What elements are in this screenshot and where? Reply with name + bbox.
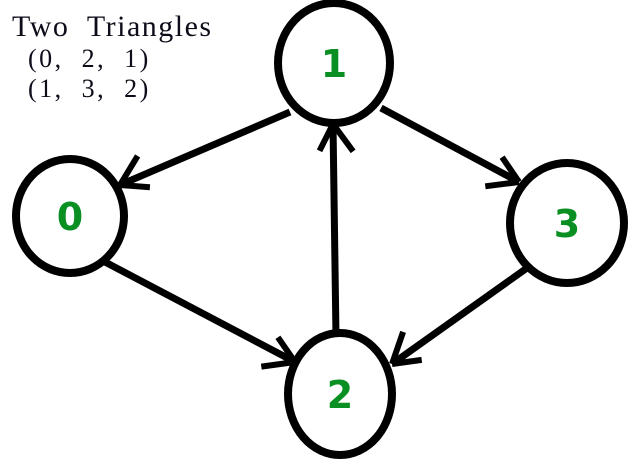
edge-1-to-3 bbox=[379, 104, 522, 190]
arrowhead-barb bbox=[330, 122, 356, 154]
node-label-2: 2 bbox=[327, 373, 353, 417]
node-label-1: 1 bbox=[321, 42, 347, 86]
triangle-tuple-1: (0, 2, 1) bbox=[28, 44, 151, 73]
edge-shaft bbox=[389, 265, 530, 367]
caption-block: Two Triangles (0, 2, 1) (1, 3, 2) bbox=[12, 10, 213, 104]
arrowhead-barb bbox=[484, 179, 520, 190]
nodes-layer: 0 1 2 3 bbox=[12, 0, 628, 459]
node-outline-1 bbox=[274, 0, 394, 127]
arrowhead-barb bbox=[119, 182, 151, 191]
node-label-0: 0 bbox=[57, 195, 83, 239]
arrowhead-barb bbox=[316, 122, 336, 153]
arrowhead-barb bbox=[389, 330, 406, 365]
edge-1-to-0 bbox=[117, 108, 292, 191]
edge-shaft bbox=[118, 108, 292, 189]
node-outline-2 bbox=[284, 329, 396, 459]
arrowhead-barb bbox=[260, 359, 296, 370]
edge-shaft bbox=[329, 123, 340, 338]
node-outline-3 bbox=[506, 159, 628, 287]
arrowhead-barb bbox=[391, 356, 423, 367]
arrowhead-barb bbox=[499, 155, 522, 184]
triangle-tuple-2: (1, 3, 2) bbox=[28, 74, 151, 103]
graph-node-2[interactable]: 2 bbox=[284, 329, 396, 459]
node-outline-0 bbox=[12, 155, 128, 277]
arrowhead-barb bbox=[275, 335, 298, 364]
edge-shaft bbox=[379, 104, 521, 186]
node-label-3: 3 bbox=[554, 202, 580, 246]
graph-node-3[interactable]: 3 bbox=[506, 159, 628, 287]
figure-title: Two Triangles bbox=[12, 10, 213, 43]
edge-shaft bbox=[103, 258, 297, 366]
graph-node-1[interactable]: 1 bbox=[274, 0, 394, 127]
graph-node-0[interactable]: 0 bbox=[12, 155, 128, 277]
edge-0-to-2 bbox=[103, 258, 298, 370]
edge-3-to-2 bbox=[389, 265, 530, 367]
arrowhead-barb bbox=[117, 154, 141, 187]
edges-layer bbox=[103, 104, 530, 370]
edge-2-to-1 bbox=[316, 122, 356, 338]
